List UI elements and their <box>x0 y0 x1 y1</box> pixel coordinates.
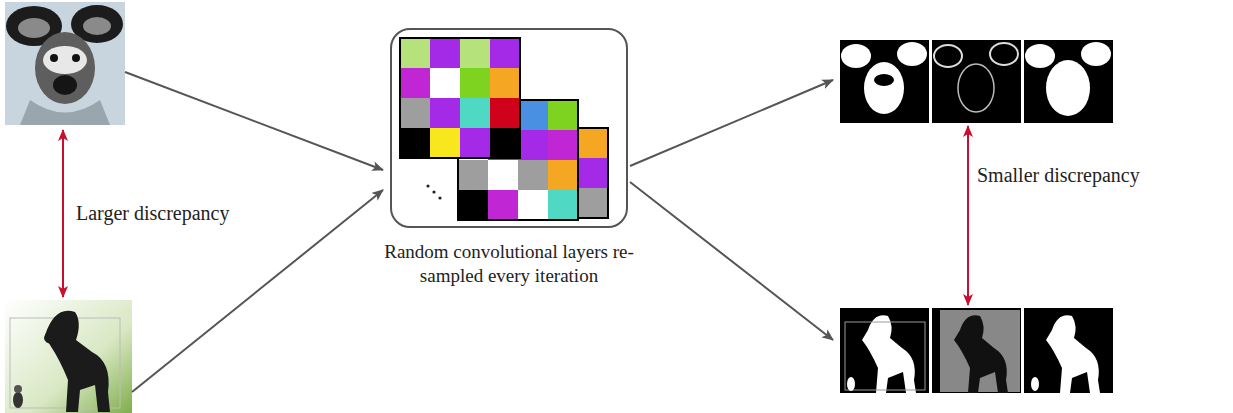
input-image-top <box>5 2 125 125</box>
discrepancy-arrow <box>62 130 64 297</box>
discrepancy-label: Smaller discrepancy <box>975 163 1142 187</box>
discrepancy-arrow <box>967 126 969 305</box>
ellipsis-dots <box>426 184 441 199</box>
flow-arrow <box>630 182 833 340</box>
caption-text: Random convolutional layers re-sampled e… <box>384 240 634 288</box>
flow-arrow <box>125 72 383 170</box>
discrepancy-label: Larger discrepancy <box>74 201 231 225</box>
layer-box: Random convolutional layers re-sampled e… <box>390 28 628 228</box>
feature-map-top <box>840 40 1113 123</box>
input-image-bottom <box>5 300 132 413</box>
flow-arrow <box>630 80 833 166</box>
feature-map-bottom <box>840 308 1113 393</box>
kernel-grid <box>400 38 520 158</box>
